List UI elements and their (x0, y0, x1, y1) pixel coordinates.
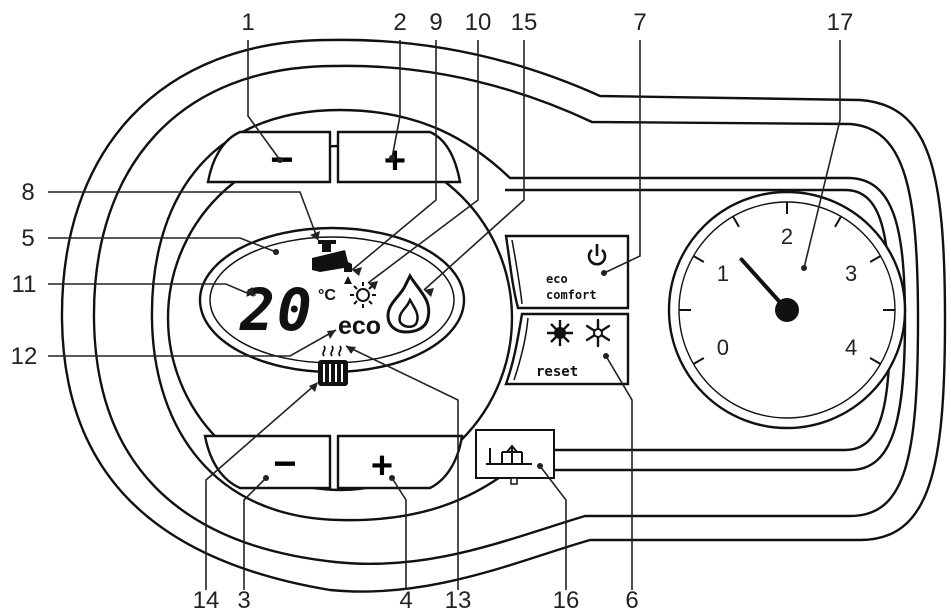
tap-icon (312, 240, 352, 272)
callout-5: 5 (21, 225, 34, 252)
callout-10: 10 (465, 9, 492, 36)
callout-14: 14 (193, 587, 220, 614)
power-icon (587, 244, 607, 266)
gauge-labels: 0 1 2 3 4 (717, 224, 857, 360)
gauge-ticks (679, 202, 895, 365)
temperature-unit: °C (318, 287, 336, 304)
top-plus-button[interactable]: + (336, 130, 462, 184)
flame-icon (386, 272, 431, 334)
eco-indicator: eco (338, 312, 381, 340)
bottom-plus-label: + (371, 445, 393, 487)
callout-17: 17 (827, 9, 854, 36)
callout-15: 15 (511, 9, 538, 36)
callout-12: 12 (11, 343, 38, 370)
callout-numbers: 1 2 9 10 15 7 17 8 5 11 12 14 3 4 13 16 … (11, 9, 854, 614)
gauge-label-4: 4 (845, 335, 857, 360)
comfort-label: comfort (546, 288, 597, 302)
callout-16: 16 (553, 587, 580, 614)
gauge-tick (692, 357, 705, 365)
callout-11: 11 (12, 271, 37, 298)
fill-tap-icon (486, 444, 532, 465)
sun-mode-icon (547, 320, 573, 346)
radiator-icon (318, 345, 348, 386)
reset-label: reset (536, 364, 578, 380)
indicator-dot (273, 249, 279, 255)
eco-comfort-button[interactable]: eco comfort (504, 234, 630, 310)
filling-tap-button[interactable] (475, 429, 555, 485)
gauge-label-3: 3 (845, 261, 857, 286)
bottom-minus-label: − (273, 442, 296, 486)
temperature-readout: 20 (239, 276, 314, 344)
snowflake-icon (585, 318, 611, 348)
callout-13: 13 (445, 587, 472, 614)
gauge-tick (869, 357, 882, 365)
pressure-gauge: 0 1 2 3 4 (667, 190, 907, 430)
gauge-tick (732, 215, 740, 228)
bottom-plus-button[interactable]: + (336, 434, 464, 490)
leader-lines (48, 40, 841, 590)
bottom-minus-button[interactable]: − (203, 434, 332, 490)
gauge-tick (834, 215, 842, 228)
callout-2: 2 (393, 9, 406, 36)
gauge-label-0: 0 (717, 335, 729, 360)
sun-icon (350, 282, 376, 308)
eco-label: eco (546, 272, 568, 286)
mode-reset-button[interactable]: reset (504, 312, 630, 386)
callout-4: 4 (399, 587, 412, 614)
top-minus-button[interactable]: − (206, 130, 332, 184)
gauge-tick (869, 255, 882, 263)
top-plus-label: + (384, 140, 406, 182)
callout-6: 6 (625, 587, 638, 614)
callout-9: 9 (429, 9, 442, 36)
gauge-tick (692, 255, 705, 263)
callout-7: 7 (633, 9, 646, 36)
callout-3: 3 (237, 587, 250, 614)
callout-1: 1 (241, 9, 254, 36)
lcd-display: 20 °C eco (239, 240, 431, 386)
gauge-hub (775, 298, 799, 322)
gauge-label-2: 2 (781, 224, 793, 249)
gauge-label-1: 1 (717, 261, 729, 286)
callout-8: 8 (21, 179, 34, 206)
tap-drop-icon (344, 276, 352, 284)
